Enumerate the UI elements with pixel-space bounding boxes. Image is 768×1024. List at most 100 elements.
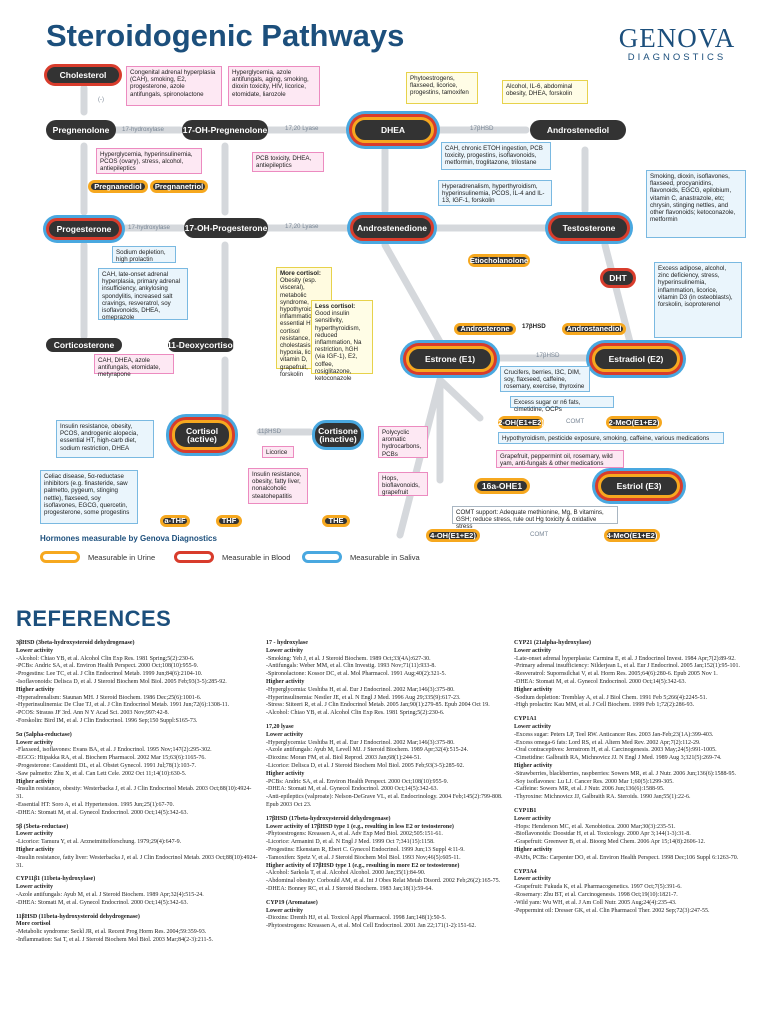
reference-citation: -Isoflavonoids: Delisca D, et al. J Ster…	[16, 678, 227, 685]
box-crucifers: Crucifers, berries, I3C, DIM, soy, flaxs…	[500, 366, 590, 392]
enzyme-17bhsd-top: 17βHSD	[470, 125, 494, 132]
logo-sub: DIAGNOSTICS	[627, 52, 727, 63]
reference-section-title: 17,20 lyase	[266, 723, 294, 730]
node-16a-ohe1: 16a-OHE1	[474, 478, 530, 494]
legend-saliva: Measurable in Saliva	[302, 551, 420, 563]
reference-citation: -Phytoestrogens: Kreassen A, et al. Mol …	[266, 923, 476, 930]
reference-section: 5α (5alpha-reductase)Lower activity-Flax…	[16, 732, 258, 818]
reference-activity-label: Lower activity	[266, 907, 304, 914]
box-less-cortisol: Less cortisol: Good insulin sensitivity,…	[311, 300, 373, 382]
node-the: THE	[322, 515, 350, 527]
reference-citation: -Hyperinsulinemia: Nestler JE, et al. N …	[266, 694, 461, 701]
node-17oh-progesterone: 17-OH-Progesterone	[184, 218, 268, 238]
reference-citation: -Progestins: Ekenstam R, Ebert C. Gyneco…	[266, 846, 465, 853]
reference-citation: -EGCG: Hiipakka RA, et al. Biochem Pharm…	[16, 755, 206, 762]
legend-saliva-label: Measurable in Saliva	[350, 552, 420, 562]
reference-citation: -Strawberries, blackberries, raspberries…	[514, 770, 736, 777]
reference-activity-label: Higher activity	[16, 686, 55, 693]
reference-citation: -DHEA: Stomati M, et al. Gynecol Endocri…	[16, 899, 188, 906]
svg-text:(-): (-)	[98, 97, 104, 103]
reference-citation: -Alcohol: Sarkola T, et al. Alcohol Alco…	[266, 870, 426, 877]
references-column-3: CYP21 (21alpha-hydroxylase)Lower activit…	[514, 640, 756, 921]
reference-section-title: CYP11β1 (11beta-hydroxylase)	[16, 876, 96, 883]
reference-citation: -Dioxins: Moran FM, et al. Biol Reprod. …	[266, 755, 422, 762]
node-cortisone: Cortisone (inactive)	[312, 420, 364, 450]
reference-section-title: CYP1B1	[514, 807, 537, 814]
node-dhea: DHEA	[352, 117, 434, 143]
reference-citation: -Insulin resistance, obesity: Westerback…	[16, 786, 252, 801]
legend-urine-label: Measurable in Urine	[88, 552, 156, 562]
reference-activity-label: Higher activity	[266, 678, 305, 685]
reference-activity-label: Higher activity	[16, 846, 55, 853]
reference-activity-label: Lower activity	[16, 647, 54, 654]
reference-activity-label: Higher activity	[16, 778, 55, 785]
node-17oh-pregnenolone: 17-OH-Pregnenolone	[182, 120, 268, 140]
reference-citation: -Licorice: Delisca D, et al. J Steroid B…	[266, 762, 465, 769]
reference-activity-label: Lower activity	[266, 731, 304, 738]
reference-citation: -Thyroxine: Michnovicz JJ, Galbraith RA.…	[514, 794, 691, 801]
reference-citation: -Wild yam: Wu WH, et al. J Am Coll Nutr.…	[514, 899, 677, 906]
box-phytoestrogens: Phytoestrogens, flaxseed, licorice, prog…	[406, 72, 478, 104]
reference-citation: -Licorice: Tamura Y, et al. Arzneimittel…	[16, 839, 182, 846]
reference-citation: -Flaxseed, isoflavones: Evans BA, et al.…	[16, 747, 212, 754]
more-cortisol-text: Obesity (esp. visceral), metabolic syndr…	[280, 277, 326, 378]
box-excess-adipose: Excess adipose, alcohol, zinc deficiency…	[654, 262, 742, 338]
box-comt-support: COMT support: Adequate methionine, Mg, B…	[452, 506, 618, 530]
reference-citation: -Rosemary: Zhu BT, et al. Carcinogenesis…	[514, 891, 678, 898]
reference-section-title: 5α (5alpha-reductase)	[16, 731, 72, 738]
reference-citation: -Alcohol: Chiao YB, et al. Alcohol Clin …	[16, 655, 195, 662]
reference-citation: -Phytoestrogens: Kreassen A, et al. Adv …	[266, 831, 443, 838]
reference-activity-label: Higher activity	[266, 770, 305, 777]
legend-blood: Measurable in Blood	[174, 551, 290, 563]
reference-citation: -Sodium depletion: Tremblay A, et al. J …	[514, 694, 708, 701]
box-licorice: Licorice	[262, 446, 294, 458]
node-cortisol: Cortisol (active)	[172, 420, 232, 450]
box-cah-dhea: CAH, DHEA, azole antifungals, etomidate,…	[94, 354, 174, 378]
reference-citation: -Insulin resistance, fatty liver: Wester…	[16, 854, 258, 869]
box-insulin-resistance: Insulin resistance, obesity, PCOS, andro…	[56, 420, 154, 458]
pathway-arrows: (-)	[80, 84, 634, 539]
box-hypothyroidism: Hypothyroidism, pesticide exposure, smok…	[498, 432, 724, 444]
node-pregnanetriol: Pregnanetriol	[150, 180, 208, 193]
reference-section: 11βHSD (11beta-hydroxysteroid dehydrogen…	[16, 914, 258, 945]
reference-citation: -Primary adrenal insufficiency: Nilderje…	[514, 663, 740, 670]
reference-citation: -Saw palmetto: Zhu X, et al. Can Lett Ce…	[16, 770, 187, 777]
legend-urine: Measurable in Urine	[40, 551, 155, 563]
reference-citation: -Azole antifungals: Ayub M, et al. J Ste…	[16, 891, 204, 898]
logo-main: GENOVA	[618, 23, 736, 53]
reference-activity-label: Lower activity	[266, 647, 304, 654]
reference-citation: -Antifungals: Weber MM, et al. Clin Inve…	[266, 663, 436, 670]
reference-citation: -Licorice: Armanini D, et al. N Engl J M…	[266, 839, 435, 846]
reference-citation: -Abdominal obesity: Corbould AM, et al. …	[266, 878, 501, 885]
legend-blood-label: Measurable in Blood	[222, 552, 291, 562]
reference-citation: -Grapefruit: Fukuda K, et al. Pharmacoge…	[514, 884, 682, 891]
reference-citation: -PAHs, PCBs: Carpenter DO, et al. Enviro…	[514, 854, 739, 861]
reference-section: 5β (5beta-reductase)Lower activity-Licor…	[16, 824, 258, 871]
box-insulin-fatty-liver: Insulin resistance, obesity, fatty liver…	[248, 468, 308, 504]
reference-section-title: 11βHSD (11beta-hydroxysteroid dehydrogen…	[16, 913, 140, 920]
enzyme-17bhsd-estro: 17βHSD	[536, 352, 560, 359]
reference-citation: -Oral contraceptives: Jernstrom H, et al…	[514, 747, 717, 754]
reference-activity-label: More cortisol	[16, 921, 51, 928]
reference-section-title: CYP3A4	[514, 868, 537, 875]
node-androsterone: Androsterone	[454, 323, 516, 335]
node-a-thf: a-THF	[160, 515, 190, 527]
node-estriol: Estriol (E3)	[598, 474, 680, 498]
enzyme-11bhsd: 11βHSD	[258, 428, 282, 435]
box-hops: Hops, bioflavonoids, grapefruit	[378, 472, 428, 496]
node-etiocholanolone: Etiocholanolone	[468, 254, 530, 267]
node-2-oh: 2-OH(E1+E2)	[498, 416, 544, 429]
reference-citation: -PCBs: Andric SA, et al. Environ Health …	[16, 663, 199, 670]
node-pregnenolone: Pregnenolone	[46, 120, 116, 140]
reference-citation: -Anti-epileptics (valproate): Nelson-DeG…	[266, 794, 503, 808]
reference-activity-label: Lower activity	[514, 647, 552, 654]
reference-citation: -Smoking: Yeh J, et al. J Steroid Bioche…	[266, 655, 431, 662]
node-androstenedione: Androstenedione	[350, 215, 434, 241]
box-sodium: Sodium depletion, high prolactin	[112, 246, 176, 263]
node-progesterone: Progesterone	[46, 218, 122, 240]
enzyme-comt-2: COMT	[530, 531, 549, 538]
reference-citation: -Tamoxifen: Spetz V, et al. J Steroid Bi…	[266, 854, 461, 861]
reference-citation: -Grapefruit: Greenwer B, et al. Bioorg M…	[514, 839, 706, 846]
box-hyperadrenal: Hyperadrenalism, hyperthyroidism, hyperi…	[438, 180, 552, 206]
